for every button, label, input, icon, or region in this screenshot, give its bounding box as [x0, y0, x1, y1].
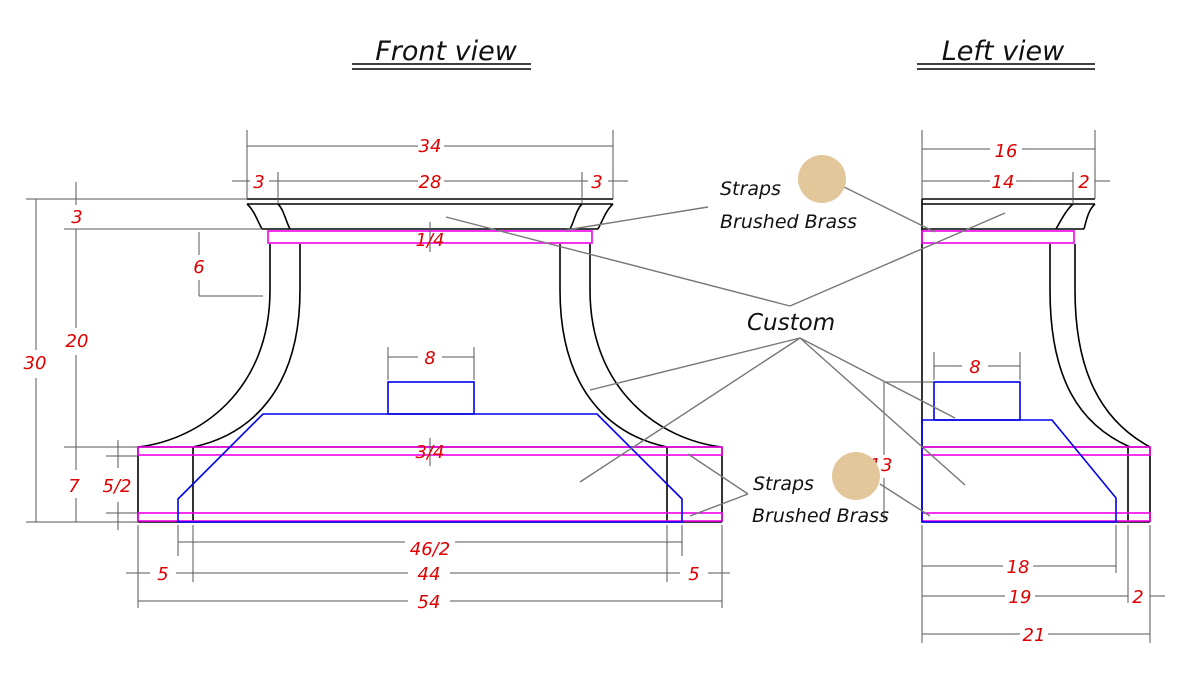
front-dim-crown-height: 3 [71, 207, 82, 228]
front-dim-overall-height: 30 [24, 353, 47, 374]
custom-label: Custom [747, 310, 835, 336]
brass-swatch-bottom [832, 452, 880, 500]
straps-bottom-finish: Brushed Brass [752, 505, 889, 527]
left-dim-bottom-inner: 18 [1007, 557, 1030, 578]
left-view-title: Left view [942, 36, 1065, 67]
front-dim-bottom-band-width: 46/2 [410, 539, 450, 560]
left-dim-top-step: 2 [1078, 172, 1089, 193]
front-dimension-lines [26, 130, 730, 608]
straps-bottom-label: Straps [753, 473, 814, 495]
front-dim-side-right: 5 [688, 564, 699, 585]
left-dim-top-inner: 14 [992, 172, 1015, 193]
front-dim-band-mid: 3/4 [416, 442, 445, 463]
straps-top-label: Straps [720, 178, 781, 200]
front-dim-vent-width: 8 [424, 348, 435, 369]
front-strap-bands [137, 230, 723, 522]
front-dim-top-left-step: 3 [253, 172, 264, 193]
front-dim-curve-drop: 6 [193, 257, 204, 278]
front-dim-lower-band: 5/2 [103, 476, 132, 497]
front-dim-body-height: 20 [66, 331, 89, 352]
left-dim-overall-depth: 21 [1023, 625, 1046, 646]
left-dim-bottom-mid: 19 [1009, 587, 1032, 608]
front-dim-top-right-step: 3 [591, 172, 602, 193]
front-dim-band-top: 1/4 [416, 230, 445, 251]
straps-top-finish: Brushed Brass [720, 211, 857, 233]
front-dim-overall-width: 54 [418, 592, 441, 613]
front-dim-inner-width: 44 [418, 564, 441, 585]
front-dim-top-inner: 28 [419, 172, 442, 193]
left-dim-bottom-step: 2 [1132, 587, 1143, 608]
left-liner [921, 381, 1117, 523]
left-dim-vent-width: 8 [969, 357, 980, 378]
left-dim-top-width: 16 [995, 141, 1018, 162]
callout-leaders [445, 182, 1006, 517]
brass-swatch-top [798, 155, 846, 203]
front-dim-side-left: 5 [157, 564, 168, 585]
front-dim-bottom-height: 7 [68, 476, 80, 497]
front-view-title: Front view [375, 36, 518, 67]
left-view-body [921, 198, 1151, 523]
left-dimension-lines [883, 130, 1165, 643]
front-liner [177, 381, 683, 523]
front-dim-top-width: 34 [419, 136, 442, 157]
